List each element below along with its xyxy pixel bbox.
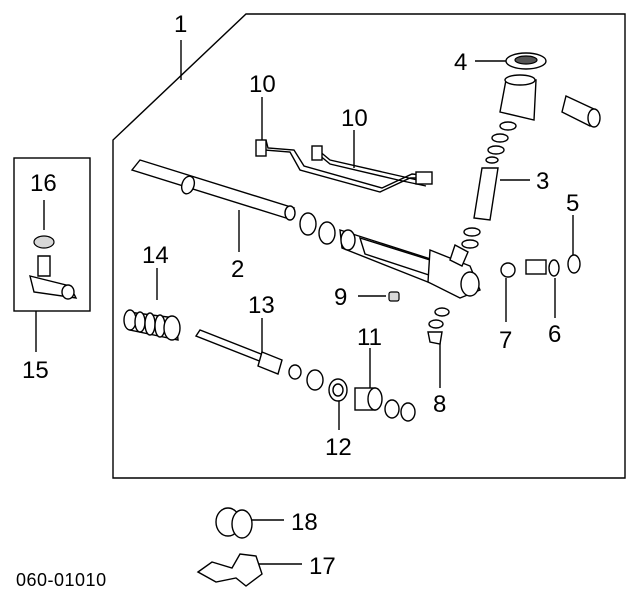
callout-14: 14 <box>142 242 169 269</box>
assembly-frame <box>112 13 626 479</box>
rack-boot <box>123 309 181 341</box>
small-bushing <box>388 291 400 302</box>
callout-8: 8 <box>433 391 446 418</box>
callout-6: 6 <box>548 321 561 348</box>
callout-15: 15 <box>22 357 49 384</box>
union-fitting <box>561 95 601 128</box>
housing-o-rings <box>299 212 336 245</box>
grommet <box>215 507 253 539</box>
callout-10b: 10 <box>341 105 368 132</box>
rack-housing <box>130 159 296 221</box>
mounting-bracket <box>196 553 263 587</box>
callout-11: 11 <box>357 324 382 351</box>
callout-13: 13 <box>248 292 275 319</box>
callout-16: 16 <box>30 170 57 197</box>
leader-lines <box>35 40 574 565</box>
callout-2: 2 <box>231 256 244 283</box>
control-valve-stack <box>461 52 547 249</box>
callout-4: 4 <box>454 49 467 76</box>
callout-18: 18 <box>291 509 318 536</box>
callout-5: 5 <box>566 190 579 217</box>
callout-12: 12 <box>325 434 352 461</box>
pinion-seals <box>427 307 450 345</box>
rack-seals <box>306 369 416 422</box>
rack-bar <box>194 329 302 380</box>
tie-rod-end <box>29 235 78 300</box>
callout-1: 1 <box>174 11 187 38</box>
tie-rod-end-frame <box>13 157 91 312</box>
callout-3: 3 <box>536 168 549 195</box>
callout-10a: 10 <box>249 71 276 98</box>
callout-9: 9 <box>334 284 347 311</box>
gear-housing <box>339 229 481 299</box>
diagram-code: 060-01010 <box>16 570 107 590</box>
callout-7: 7 <box>499 327 512 354</box>
callout-17: 17 <box>309 553 336 580</box>
end-fittings <box>500 254 581 278</box>
pressure-tubes <box>255 139 433 193</box>
